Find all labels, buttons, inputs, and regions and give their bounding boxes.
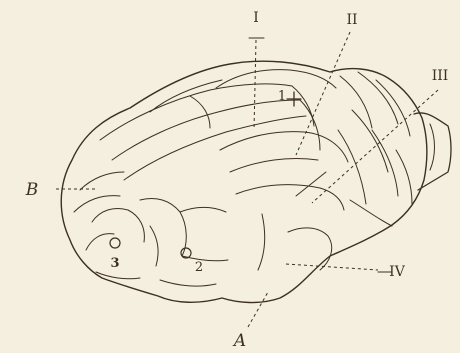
label-II: II	[346, 12, 357, 28]
label-A: A	[232, 331, 246, 351]
label-I: I	[253, 10, 259, 26]
point-3-label: 3	[110, 256, 119, 271]
label-B: B	[25, 180, 39, 200]
label-III: III	[432, 68, 449, 84]
point-2-label: 2	[195, 260, 203, 275]
point-1-label: 1	[278, 89, 286, 104]
label-IV: IV	[389, 264, 406, 280]
